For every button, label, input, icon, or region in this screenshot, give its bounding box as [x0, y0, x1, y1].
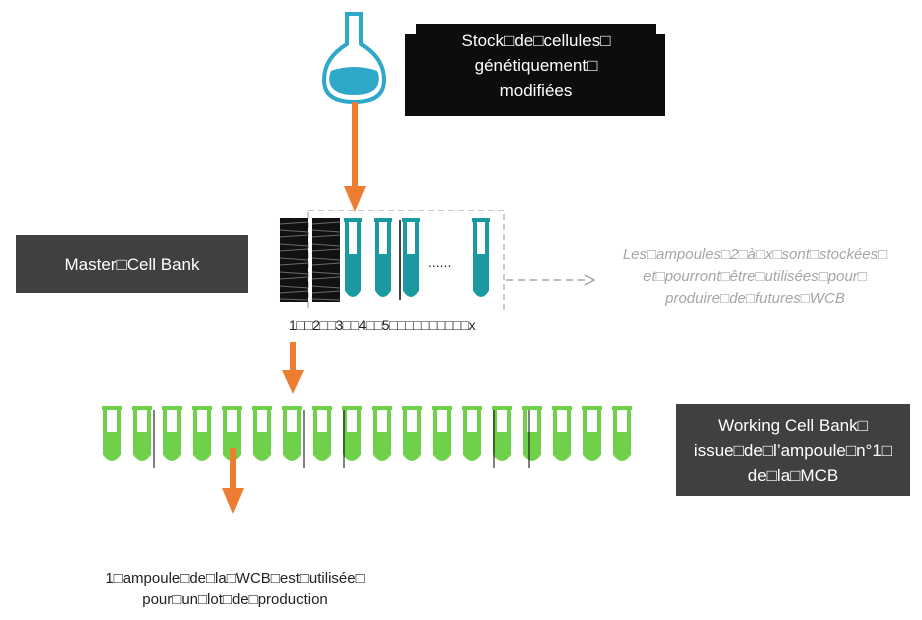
- tube-liquid: [376, 432, 388, 458]
- dashed-arrow-to-note: [506, 274, 596, 286]
- test-tube-icon: [402, 406, 422, 461]
- flask-icon: [322, 12, 386, 104]
- test-tube-icon: [492, 406, 512, 461]
- tube-liquid: [466, 432, 478, 458]
- mcb-tubes: [279, 210, 505, 310]
- test-tube-icon: [342, 406, 362, 461]
- test-tube-icon: [462, 406, 482, 461]
- stock-box: Stock□de□cellules□ génétiquement□ modifi…: [416, 24, 656, 106]
- tube-liquid: [526, 432, 538, 458]
- tube-liquid: [196, 432, 208, 458]
- ampoule-2-used: [311, 218, 341, 302]
- test-tube-icon: [102, 406, 122, 461]
- test-tube-icon: [582, 406, 602, 461]
- tube-liquid: [136, 432, 148, 458]
- test-tube-icon: [432, 406, 452, 461]
- master-cell-bank-box: Master□Cell Bank: [16, 235, 248, 293]
- test-tube-icon: [162, 406, 182, 461]
- tube-liquid: [346, 432, 358, 458]
- tube-liquid: [436, 432, 448, 458]
- ampoule-1-used: [279, 218, 309, 302]
- production-label: 1□ampoule□de□la□WCB□est□utilisée□ pour□u…: [105, 570, 365, 608]
- tube-liquid: [556, 432, 568, 458]
- working-cell-bank-box: Working Cell Bank□ issue□de□l’ampoule□n°…: [676, 404, 910, 496]
- stored-ampoules-note: Les□ampoules□2□à□x□sont□stockées□ et□pou…: [622, 246, 888, 307]
- test-tube-icon: [522, 406, 542, 461]
- test-tube-icon: [252, 406, 272, 461]
- arrow-stock-to-mcb: [344, 102, 366, 212]
- tube-liquid: [256, 432, 268, 458]
- test-tube-icon: [372, 406, 392, 461]
- test-tube-icon: [282, 406, 302, 461]
- tube-liquid: [616, 432, 628, 458]
- arrow-wcb-to-production: [222, 448, 244, 514]
- test-tube-icon: [132, 406, 152, 461]
- test-tube-icon: [612, 406, 632, 461]
- tube-liquid: [586, 432, 598, 458]
- tube-liquid: [496, 432, 508, 458]
- ellipsis: ......: [428, 254, 452, 270]
- ampoule-numbers: 1□□2□□3□□4□□5□□□□□□□□□□x: [289, 317, 476, 333]
- stored-ampoules-frame: [307, 210, 505, 310]
- test-tube-icon: [344, 218, 490, 297]
- tube-liquid: [406, 432, 418, 458]
- tube-liquid: [106, 432, 118, 458]
- arrow-mcb-to-wcb: [282, 342, 304, 394]
- test-tube-icon: [312, 406, 332, 461]
- tube-liquid: [166, 432, 178, 458]
- tube-liquid: [286, 432, 298, 458]
- test-tube-icon: [192, 406, 212, 461]
- wcb-tubes: [102, 406, 632, 468]
- test-tube-icon: [552, 406, 572, 461]
- tube-liquid: [316, 432, 328, 458]
